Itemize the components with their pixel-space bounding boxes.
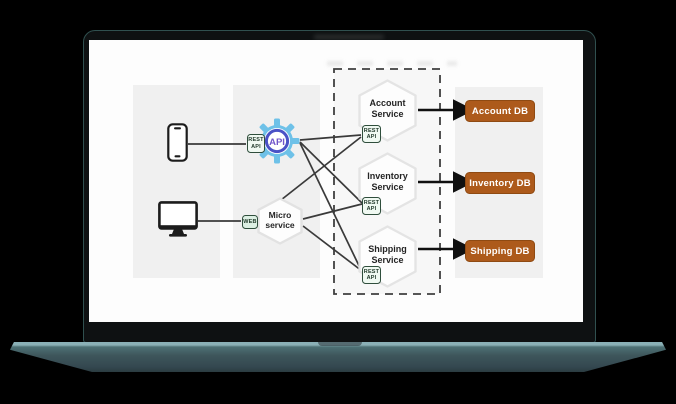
api-gateway-label: API	[269, 137, 285, 148]
web-badge: WEB	[242, 215, 258, 229]
laptop-base	[10, 342, 666, 372]
service-label-shipping: Shipping Service	[368, 244, 407, 265]
db-box-inventory: Inventory DB	[465, 172, 535, 194]
microservice-hexagon: Micro service	[257, 197, 303, 245]
smartphone-icon	[167, 123, 188, 162]
connector-lines	[188, 99, 475, 273]
api-gateway-gear-icon: API	[254, 118, 300, 164]
monitor-icon	[158, 201, 198, 237]
screen-smudge	[327, 61, 457, 66]
db-box-shipping: Shipping DB	[465, 240, 535, 262]
laptop-base-notch	[318, 342, 362, 346]
db-arrows	[418, 99, 475, 260]
laptop-frame: API REST API Micro service WEB	[83, 30, 596, 343]
laptop-screen: API REST API Micro service WEB	[89, 40, 583, 322]
bezel-smudge	[314, 35, 384, 39]
badge-line: REST	[248, 137, 264, 143]
service-label-inventory: Inventory Service	[367, 171, 408, 192]
rest-api-badge-account: REST API	[362, 125, 381, 143]
panel-clients	[133, 85, 220, 278]
db-box-account: Account DB	[465, 100, 535, 122]
service-label-account: Account Service	[369, 98, 406, 119]
rest-api-badge-inventory: REST API	[362, 197, 381, 215]
microservice-label: Micro service	[265, 210, 295, 230]
client-and-service-links	[188, 134, 363, 273]
badge-line: API	[251, 143, 261, 150]
rest-api-badge-gateway: REST API	[247, 134, 265, 153]
rest-api-badge-shipping: REST API	[362, 266, 381, 284]
